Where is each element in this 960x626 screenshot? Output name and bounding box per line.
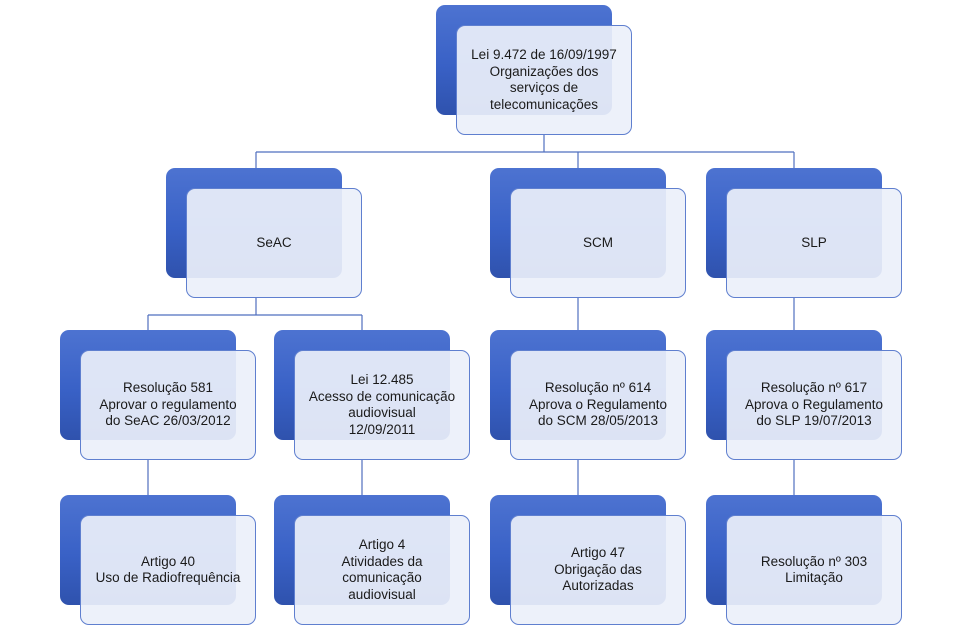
- node-text: Limitação: [785, 570, 843, 585]
- node-text: audiovisual: [348, 405, 416, 420]
- node-card: Resolução nº 303 Limitação: [726, 515, 902, 625]
- node-text: Uso de Radiofrequência: [95, 570, 241, 585]
- node-text: 12/09/2011: [348, 421, 416, 437]
- node-text: SCM: [583, 234, 613, 250]
- node-card: Lei 12.485 Acesso de comunicação audiovi…: [294, 350, 470, 460]
- node-text: Resolução 581: [122, 380, 214, 396]
- node-text: Organizações dos: [489, 63, 599, 79]
- node-card: Resolução nº 614 Aprova o Regulamento do…: [510, 350, 686, 460]
- node-card: Artigo 40 Uso de Radiofrequência: [80, 515, 256, 625]
- node-text: SLP: [801, 234, 827, 250]
- node-text: audiovisual: [348, 586, 416, 602]
- node-card: Lei 9.472 de 16/09/1997 Organizações dos…: [456, 25, 632, 135]
- node-text: serviços de: [509, 80, 579, 95]
- node-card: Resolução 581 Aprovar o regulamento do S…: [80, 350, 256, 460]
- node-text: Autorizadas: [562, 578, 634, 594]
- node-card: SLP: [726, 188, 902, 298]
- node-text: Resolução nº 614: [544, 380, 652, 396]
- node-card: Artigo 4 Atividades da comunicação audio…: [294, 515, 470, 625]
- node-text: do SCM 28/05/2013: [537, 413, 659, 429]
- node-text: Lei 12.485: [350, 372, 414, 387]
- node-text: Resolução nº 617: [760, 380, 868, 396]
- node-text: Artigo 47: [570, 545, 626, 561]
- node-text: Obrigação das: [554, 561, 642, 577]
- node-text: do SeAC 26/03/2012: [105, 413, 231, 429]
- node-text: Artigo 40: [140, 553, 196, 569]
- node-text: Acesso de comunicação: [308, 388, 456, 404]
- node-text: Aprovar o regulamento: [99, 396, 237, 412]
- node-text: telecomunicações: [489, 96, 599, 112]
- node-text: Resolução nº 303: [760, 553, 868, 569]
- node-text: Lei 9.472 de 16/09/1997: [471, 47, 617, 62]
- node-text: Atividades da: [341, 553, 423, 569]
- node-card: SCM: [510, 188, 686, 298]
- node-text: comunicação: [342, 570, 422, 585]
- node-text: SeAC: [256, 234, 292, 250]
- node-text: Aprova o Regulamento: [528, 396, 668, 412]
- node-text: Aprova o Regulamento: [744, 396, 884, 412]
- node-card: Artigo 47 Obrigação das Autorizadas: [510, 515, 686, 625]
- node-text: do SLP 19/07/2013: [756, 413, 872, 429]
- level3-connectors: [147, 460, 795, 515]
- node-card: SeAC: [186, 188, 362, 298]
- node-card: Resolução nº 617 Aprova o Regulamento do…: [726, 350, 902, 460]
- node-text: Artigo 4: [358, 537, 406, 552]
